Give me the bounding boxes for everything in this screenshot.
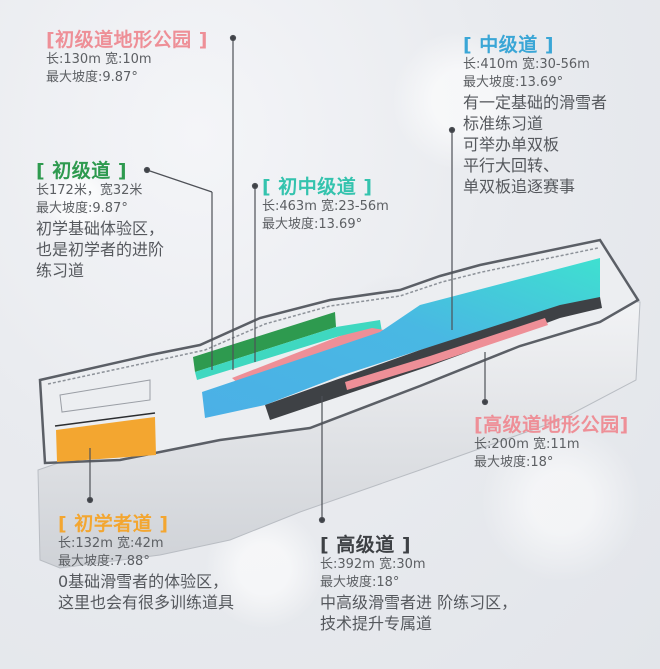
max-slope: 最大坡度:9.87° (46, 70, 138, 85)
label-advanced-terrain-park: [高级道地形公园] 长:200m 宽:11m 最大坡度:18° (474, 414, 629, 472)
max-slope: 最大坡度:18° (320, 575, 400, 590)
dimensions: 长:200m 宽:11m (474, 437, 580, 452)
dimensions: 长:463m 宽:23-56m (262, 199, 389, 214)
title: [ 初级道 ] (36, 160, 128, 182)
dimensions: 长:392m 宽:30m (320, 557, 426, 572)
max-slope: 最大坡度:18° (474, 455, 554, 470)
description-line: 也是初学者的进阶 (36, 240, 165, 259)
description-line: 平行大回转、 (463, 156, 560, 175)
max-slope: 最大坡度:9.87° (36, 201, 128, 216)
title: [ 高级道 ] (320, 534, 412, 556)
dimensions: 长:130m 宽:10m (46, 52, 152, 67)
description-line: 这里也会有很多训练道具 (58, 593, 235, 612)
dimensions: 长172米，宽32米 (36, 183, 143, 198)
title: [ 初中级道 ] (262, 176, 373, 198)
max-slope: 最大坡度:7.88° (58, 554, 150, 569)
title: [ 中级道 ] (463, 34, 555, 56)
title: [高级道地形公园] (474, 414, 629, 436)
description-line: 可举办单双板 (463, 135, 560, 154)
label-beginner-terrain-park: [初级道地形公园 ] 长:130m 宽:10m 最大坡度:9.87° (46, 29, 208, 87)
advanced-terrain-park (345, 318, 548, 390)
max-slope: 最大坡度:13.69° (463, 75, 564, 90)
description-line: 有一定基础的滑雪者 (463, 93, 608, 112)
description-line: 单双板追逐赛事 (463, 177, 576, 196)
description-line: 中高级滑雪者进 阶练习区， (320, 593, 518, 612)
beginner-slope (193, 312, 336, 372)
description-line: 技术提升专属道 (320, 614, 433, 633)
intermediate-slope (202, 258, 600, 418)
label-novice: [ 初学者道 ] 长:132m 宽:42m 最大坡度:7.88° 0基础滑雪者的… (58, 513, 234, 613)
description-line: 标准练习道 (463, 114, 544, 133)
description-line: 0基础滑雪者的体验区， (58, 572, 229, 591)
dimensions: 长:410m 宽:30-56m (463, 57, 590, 72)
label-advanced: [ 高级道 ] 长:392m 宽:30m 最大坡度:18° 中高级滑雪者进 阶练… (320, 534, 517, 634)
label-intermediate: [ 中级道 ] 长:410m 宽:30-56m 最大坡度:13.69° 有一定基… (463, 34, 607, 197)
novice-slope (56, 417, 156, 462)
max-slope: 最大坡度:13.69° (262, 217, 363, 232)
description-line: 练习道 (36, 261, 85, 280)
title: [ 初学者道 ] (58, 513, 169, 535)
description-line: 初学基础体验区， (36, 219, 165, 238)
title: [初级道地形公园 ] (46, 29, 208, 51)
label-beginner: [ 初级道 ] 长172米，宽32米 最大坡度:9.87° 初学基础体验区， 也… (36, 160, 164, 281)
beginner-intermediate-slope (195, 320, 382, 380)
label-beginner-intermediate: [ 初中级道 ] 长:463m 宽:23-56m 最大坡度:13.69° (262, 176, 389, 234)
dimensions: 长:132m 宽:42m (58, 536, 164, 551)
